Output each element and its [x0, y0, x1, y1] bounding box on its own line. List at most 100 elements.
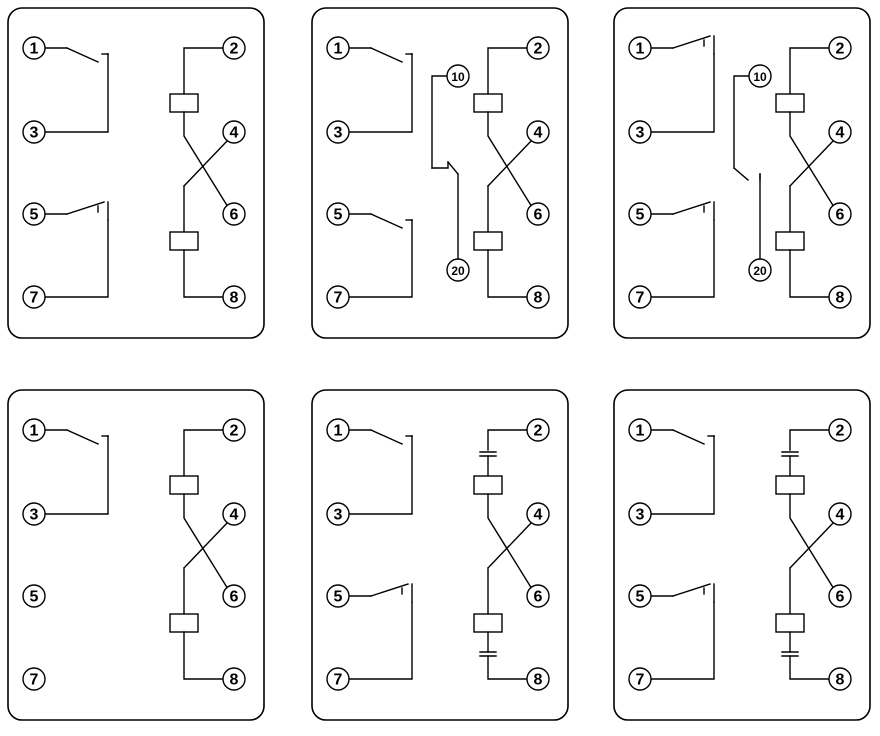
terminal-label: 8 [534, 290, 543, 307]
coil-network [775, 47, 835, 298]
terminal-circle [222, 120, 246, 144]
contact-rail [650, 601, 715, 680]
terminal-circle [526, 584, 550, 608]
panel-frame [613, 389, 871, 721]
terminal-circle [326, 667, 350, 691]
terminal-circle [526, 502, 550, 526]
terminal-label: 5 [334, 207, 343, 224]
terminal-circle [22, 36, 46, 60]
terminal-label: 5 [334, 589, 343, 606]
terminal-label: 8 [230, 672, 239, 689]
contact-rail [348, 53, 413, 133]
coil-lead-bottom [789, 655, 830, 680]
terminal-5: 5 [22, 202, 46, 226]
terminal-2: 2 [222, 36, 246, 60]
terminal-3: 3 [22, 120, 46, 144]
terminal-label: 7 [334, 672, 343, 689]
contact-NO [348, 47, 413, 133]
terminal-label: 4 [230, 125, 239, 142]
terminal-circle [22, 584, 46, 608]
coil-lead-top [487, 429, 528, 451]
terminal-label: 5 [30, 589, 39, 606]
terminal-label: 1 [334, 423, 343, 440]
terminal-4: 4 [828, 502, 852, 526]
contact-blade [672, 583, 711, 597]
coil-2 [775, 613, 805, 633]
terminal-label: 3 [30, 125, 39, 142]
terminal-label: 6 [836, 589, 845, 606]
contact-blade [66, 201, 105, 215]
terminal-7: 7 [326, 285, 350, 309]
terminal-label: 7 [636, 290, 645, 307]
contact-NO [348, 429, 413, 515]
cross-wire [487, 111, 533, 208]
terminal-20: 20 [446, 258, 470, 282]
terminal-circle [446, 64, 470, 88]
contact-blade [733, 167, 749, 181]
terminal-circle [222, 36, 246, 60]
coil-lead-bottom [789, 249, 830, 298]
terminal-label: 6 [836, 207, 845, 224]
coil-network [473, 429, 533, 680]
terminal-6: 6 [526, 584, 550, 608]
cross-wire [183, 139, 229, 187]
contact-blade [431, 161, 449, 169]
terminal-circle [526, 285, 550, 309]
contact-NO [44, 47, 109, 133]
contact-NO [650, 429, 715, 515]
terminal-circle [222, 502, 246, 526]
coil-2 [473, 231, 503, 251]
terminal-label: 4 [534, 507, 543, 524]
cross-wire [487, 493, 533, 590]
terminal-7: 7 [22, 285, 46, 309]
contact-NC [650, 35, 715, 133]
contact-rail [348, 219, 413, 298]
coil-lead-top [789, 47, 830, 95]
terminal-8: 8 [222, 667, 246, 691]
contact-rail [44, 53, 109, 133]
terminal-label: 20 [753, 264, 767, 278]
terminal-circle [828, 285, 852, 309]
panel-frame [7, 7, 265, 339]
terminal-8: 8 [828, 667, 852, 691]
terminal-label: 7 [636, 672, 645, 689]
contact-blade [370, 583, 409, 597]
contact-rail [650, 53, 715, 133]
terminal-4: 4 [526, 120, 550, 144]
coil-lead-top [183, 47, 224, 95]
terminal-circle [628, 285, 652, 309]
terminal-3: 3 [326, 120, 350, 144]
terminal-label: 20 [451, 264, 465, 278]
contact-blade [370, 47, 403, 63]
contact-10-20-NO [733, 75, 761, 260]
terminal-label: 7 [30, 672, 39, 689]
terminal-label: 1 [30, 423, 39, 440]
terminal-10: 10 [446, 64, 470, 88]
terminal-label: 8 [836, 672, 845, 689]
terminal-1: 1 [326, 418, 350, 442]
terminal-circle [326, 120, 350, 144]
coil-1 [473, 475, 503, 495]
terminal-circle [628, 36, 652, 60]
terminal-5: 5 [22, 584, 46, 608]
terminal-circle [222, 667, 246, 691]
contact-blade [370, 429, 403, 445]
coil-1 [473, 93, 503, 113]
terminal-10: 10 [748, 64, 772, 88]
cross-wire [487, 139, 533, 187]
contact-NC [650, 201, 715, 298]
terminal-label: 1 [30, 41, 39, 58]
contact-rail [650, 219, 715, 298]
terminal-4: 4 [526, 502, 550, 526]
terminal-circle [22, 502, 46, 526]
terminal-1: 1 [326, 36, 350, 60]
terminal-circle [828, 202, 852, 226]
coil-lead-bottom [487, 249, 528, 298]
terminal-6: 6 [222, 584, 246, 608]
terminal-1: 1 [628, 418, 652, 442]
terminal-7: 7 [22, 667, 46, 691]
terminal-circle [326, 418, 350, 442]
